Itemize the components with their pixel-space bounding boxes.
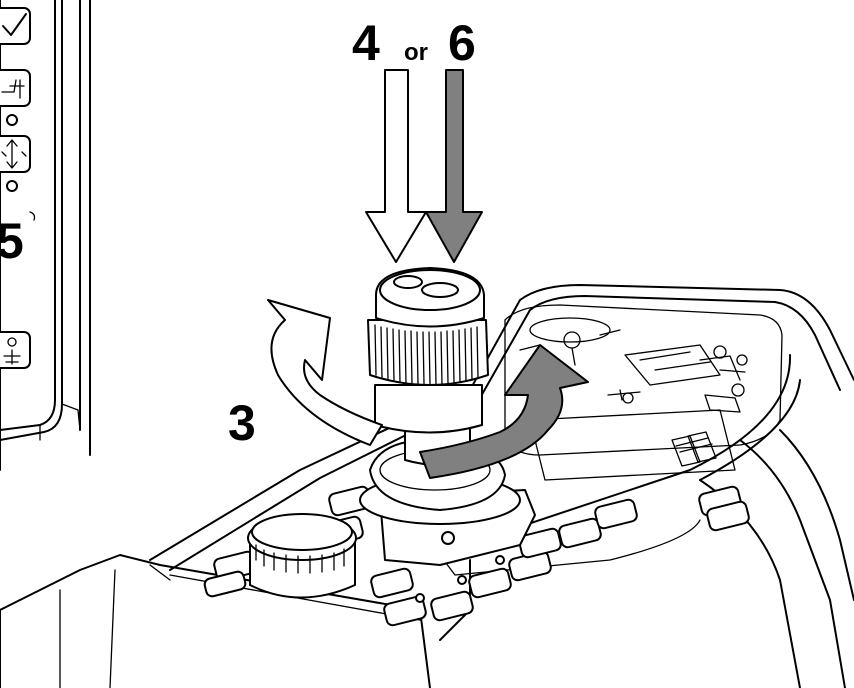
left-side-panel bbox=[0, 0, 91, 471]
rotary-knob bbox=[247, 513, 357, 599]
rotate-arrow-filled bbox=[419, 344, 589, 479]
rotate-arrow-outline bbox=[267, 299, 383, 446]
grip-button bbox=[421, 282, 459, 298]
vertical-arrows-icon bbox=[0, 135, 31, 173]
checkmark-icon bbox=[0, 7, 31, 45]
indicator-light bbox=[6, 114, 18, 126]
label-4: 4 bbox=[352, 15, 380, 71]
seat-adjust-icon bbox=[0, 69, 31, 107]
label-5: 5 bbox=[0, 213, 24, 269]
hydraulic-function-icon bbox=[0, 331, 31, 369]
press-down-arrow-filled bbox=[425, 69, 483, 263]
indicator-light bbox=[6, 180, 18, 192]
label-or: or bbox=[404, 39, 428, 66]
grip-ribs bbox=[374, 324, 479, 385]
label-6: 6 bbox=[448, 15, 476, 71]
press-down-arrow-outline bbox=[365, 69, 427, 263]
function-pictogram bbox=[519, 317, 748, 413]
grip-button bbox=[393, 275, 423, 289]
joystick-grip bbox=[367, 267, 489, 434]
label-3: 3 bbox=[228, 395, 256, 451]
vent-grille bbox=[671, 431, 717, 467]
